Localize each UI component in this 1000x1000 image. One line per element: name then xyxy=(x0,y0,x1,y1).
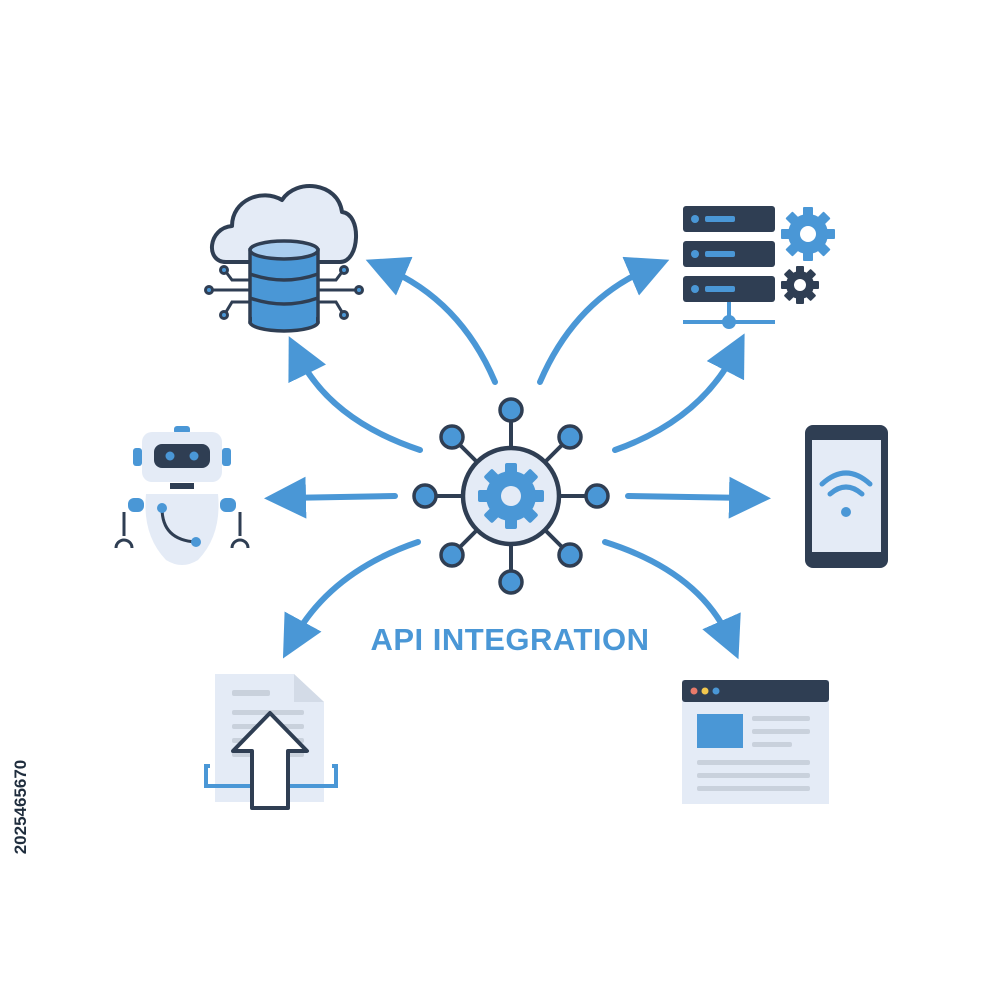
server-gear-icon xyxy=(683,206,835,329)
arrow-to-server-upper xyxy=(537,256,670,385)
robot-icon xyxy=(114,426,250,565)
document-upload-icon xyxy=(204,674,338,810)
network-gear-hub-icon xyxy=(412,397,610,595)
connector-arrows xyxy=(264,256,771,660)
arrow-to-cloud-upper xyxy=(365,256,498,385)
arrow-to-robot xyxy=(264,476,398,519)
stock-id-label: 2025465670 xyxy=(11,759,30,855)
server-rack-icon xyxy=(683,206,775,329)
browser-window-icon xyxy=(682,680,829,804)
smartphone-wifi-icon xyxy=(805,425,888,568)
database-cylinder-icon xyxy=(248,239,320,333)
hub-gear-icon xyxy=(478,463,544,529)
arrow-to-web-page xyxy=(602,539,741,660)
small-gear-icon xyxy=(781,266,819,304)
arrow-to-server-lower xyxy=(612,333,745,453)
diagram-title: API INTEGRATION xyxy=(370,622,650,657)
cloud-database-icon xyxy=(204,184,364,333)
arrow-to-file-upload xyxy=(282,539,421,659)
upload-arrow-icon xyxy=(231,711,309,810)
arrow-to-cloud-lower xyxy=(288,336,423,453)
large-gear-icon xyxy=(781,207,835,261)
arrow-to-mobile xyxy=(625,476,771,519)
